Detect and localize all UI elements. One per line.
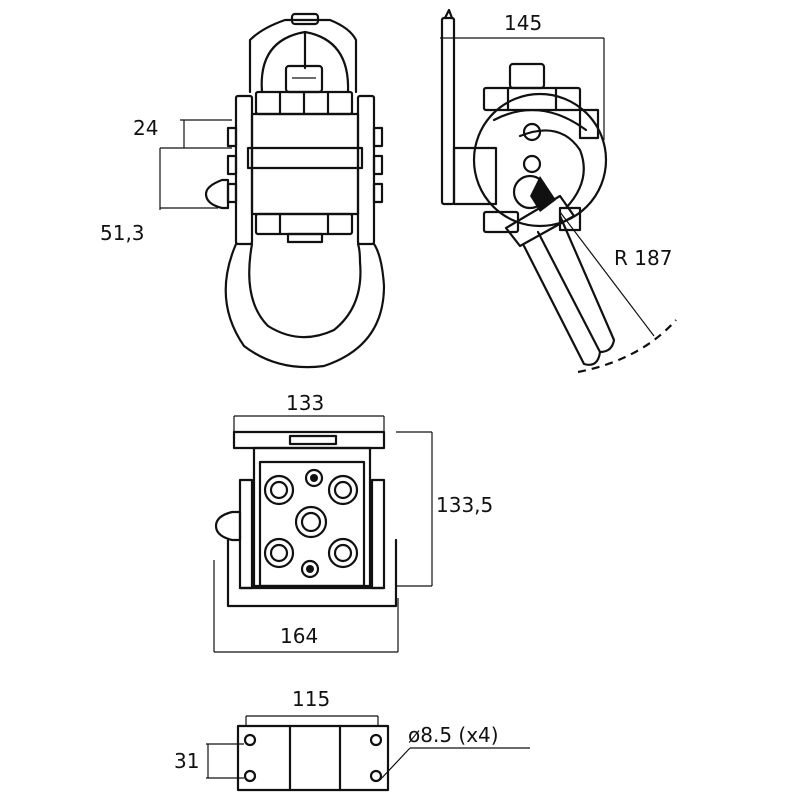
dim-133-5: 133,5 xyxy=(436,493,493,517)
dim-31: 31 xyxy=(174,749,199,773)
top-view: 133 133,5 164 xyxy=(213,391,493,653)
side-view: 145 R 187 xyxy=(440,8,677,374)
front-view: 24 51,3 xyxy=(100,12,386,369)
dim-24: 24 xyxy=(133,116,158,140)
dim-115: 115 xyxy=(292,687,330,711)
base-plate-view: 115 31 ø8.5 (x4) xyxy=(174,687,530,792)
dim-51-3: 51,3 xyxy=(100,221,145,245)
dim-145: 145 xyxy=(504,11,542,35)
dim-133: 133 xyxy=(286,391,324,415)
dim-164: 164 xyxy=(280,624,318,648)
dim-hole: ø8.5 (x4) xyxy=(408,723,499,747)
dim-r187: R 187 xyxy=(614,246,672,270)
